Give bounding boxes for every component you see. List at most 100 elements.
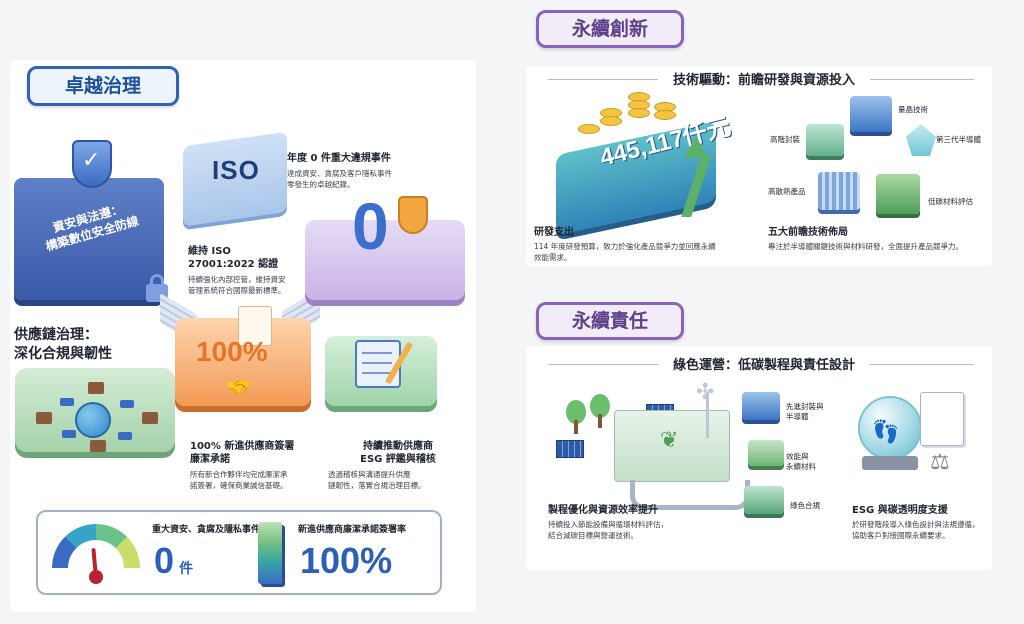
caption-title: 年度 0 件重大違規事件 bbox=[287, 153, 391, 164]
governance-tag: 卓越治理 bbox=[27, 66, 179, 106]
caption-body: 所有新合作夥伴均完成廉潔承 諾簽署，確保商業誠信基礎。 bbox=[190, 470, 288, 490]
chip-cube-icon bbox=[850, 96, 892, 132]
truck-icon bbox=[62, 430, 76, 438]
clipboard-icon bbox=[355, 340, 401, 388]
clipboard-line bbox=[362, 372, 392, 374]
esg-caption-body: 於研發階段導入綠色設計與法規遵循， 協助客戶對接國際永續要求。 bbox=[852, 520, 980, 540]
caption-zero-violation: 年度 0 件重大違規事件 達成資安、貪腐及客戶隱私事件 零發生的卓越紀錄。 bbox=[287, 152, 427, 190]
security-server-block bbox=[14, 178, 164, 300]
green-factory-icon bbox=[614, 410, 730, 482]
tech-label: 量晶技術 bbox=[898, 105, 928, 114]
shield-icon bbox=[72, 140, 112, 188]
coin-icon bbox=[628, 108, 650, 118]
iso-logo: ISO bbox=[212, 155, 260, 185]
tree-icon bbox=[566, 400, 586, 424]
caption-title: 100% 新進供應商簽署 廉潔承諾 bbox=[190, 441, 295, 465]
rnd-caption-body: 114 年度研發預算，致力於強化產品競爭力並回應永續 效能需求。 bbox=[534, 242, 716, 262]
tech-caption-title: 五大前瞻技術佈局 bbox=[768, 227, 848, 238]
caption-audit: 持續推動供應商 ESG 評鑑與稽核 透過稽核與溝通提升供應 鏈韌性，落實合規治理… bbox=[328, 440, 468, 491]
kpi-value-incidents-wrap: 0 件 bbox=[154, 540, 193, 582]
tech-label: 高散熱產品 bbox=[768, 187, 806, 196]
process-caption-body: 持續投入節能設備與循環材料評估， 結合減碳目標與營運技術。 bbox=[548, 520, 668, 540]
tech-label: 高階封裝 bbox=[770, 135, 800, 144]
zero-icon: 0 bbox=[352, 189, 389, 263]
caption-body: 透過稽核與溝通提升供應 鏈韌性，落實合規治理目標。 bbox=[328, 470, 426, 490]
warehouse-icon bbox=[36, 412, 52, 424]
tree-icon bbox=[590, 394, 610, 418]
truck-icon bbox=[60, 398, 74, 406]
growth-arrow-icon bbox=[684, 136, 708, 158]
process-caption-title: 製程優化與資源效率提升 bbox=[548, 505, 658, 516]
kpi-value-incidents: 0 bbox=[154, 540, 175, 581]
kpi-value-signing: 100% bbox=[300, 540, 393, 581]
warehouse-icon bbox=[142, 412, 158, 424]
caption-integrity: 100% 新進供應商簽署 廉潔承諾 所有新合作夥伴均完成廉潔承 諾簽署，確保商業… bbox=[190, 440, 330, 491]
responsibility-tag: 永續責任 bbox=[536, 302, 684, 340]
caption-title: 維持 ISO 27001:2022 認證 bbox=[188, 246, 279, 270]
warning-shield-icon bbox=[398, 196, 428, 234]
caption-body: 達成資安、貪腐及客戶隱私事件 零發生的卓越紀錄。 bbox=[287, 169, 392, 189]
gauge-needle-cap bbox=[89, 570, 103, 584]
truck-icon bbox=[118, 432, 132, 440]
tech-label: 第三代半導體 bbox=[936, 135, 981, 144]
globe-icon bbox=[75, 402, 111, 438]
check-icon: ✓ bbox=[82, 148, 101, 173]
wind-turbine-icon: ✣ bbox=[696, 380, 715, 405]
truck-icon bbox=[120, 400, 134, 408]
rnd-caption-title: 研發支出 bbox=[534, 227, 574, 238]
handshake-icon: 🤝 bbox=[226, 375, 251, 399]
zero-violation-block bbox=[305, 220, 465, 300]
coin-icon bbox=[654, 110, 676, 120]
heatsink-cube-icon bbox=[818, 172, 860, 210]
clipboard-line bbox=[362, 352, 392, 354]
tech-caption: 五大前瞻技術佈局 專注於半導體關鍵技術與材料研發，全面提升產品競爭力。 bbox=[768, 226, 988, 252]
footprint-icon: 👣 bbox=[872, 420, 900, 445]
caption-supply-chain: 供應鏈治理： 深化合規與韌性 bbox=[14, 326, 154, 364]
kpi-unit-incidents: 件 bbox=[179, 561, 194, 577]
green-tech-label: 效能與 永續材料 bbox=[786, 452, 816, 471]
scale-icon: ⚖ bbox=[930, 450, 950, 475]
leaf-icon: ❦ bbox=[660, 428, 679, 453]
esg-caption-title: ESG 與碳透明度支援 bbox=[852, 505, 948, 516]
material-cube-icon bbox=[748, 440, 784, 466]
rnd-caption: 研發支出 114 年度研發預算，致力於強化產品競爭力並回應永續 效能需求。 bbox=[534, 226, 764, 263]
wind-turbine-pole bbox=[706, 392, 709, 438]
tree-trunk bbox=[598, 414, 602, 428]
caption-title: 持續推動供應商 ESG 評鑑與稽核 bbox=[360, 441, 436, 465]
title-rule-right bbox=[870, 364, 974, 365]
supply-chain-title: 供應鏈治理： 深化合規與韌性 bbox=[14, 327, 112, 362]
green-tech-label: 綠色合規 bbox=[790, 501, 820, 510]
leaf-cube-icon bbox=[876, 174, 920, 214]
warehouse-icon bbox=[88, 382, 104, 394]
globe-stand bbox=[862, 456, 918, 470]
tech-caption-body: 專注於半導體關鍵技術與材料研發，全面提升產品競爭力。 bbox=[768, 242, 963, 251]
clipboard-line bbox=[362, 362, 392, 364]
responsibility-panel-title: 綠色運營：低碳製程與責任設計 bbox=[672, 358, 855, 373]
integrity-percent: 100% bbox=[196, 336, 268, 367]
warehouse-icon bbox=[90, 440, 106, 452]
esg-caption: ESG 與碳透明度支援 於研發階段導入綠色設計與法規遵循， 協助客戶對接國際永續… bbox=[852, 504, 992, 541]
caption-iso: 維持 ISO 27001:2022 認證 持續強化內部控管，維持資安 管理系統符… bbox=[188, 245, 328, 296]
innovation-panel-title: 技術驅動：前瞻研發與資源投入 bbox=[672, 73, 855, 88]
stacked-bar-icon bbox=[258, 522, 282, 584]
coin-icon bbox=[578, 124, 600, 134]
innovation-tag: 永續創新 bbox=[536, 10, 684, 48]
tree-trunk bbox=[574, 420, 578, 434]
caption-body: 持續強化內部控管，維持資安 管理系統符合國際最新標準。 bbox=[188, 275, 286, 295]
lock-icon bbox=[150, 274, 164, 288]
document-icon bbox=[238, 306, 272, 346]
shield-cube-icon bbox=[744, 486, 784, 514]
chip-cube-icon bbox=[742, 392, 780, 420]
solar-panel-icon bbox=[556, 440, 584, 458]
certificate-icon bbox=[920, 392, 964, 446]
tech-label: 低碳材料評估 bbox=[928, 197, 973, 206]
process-caption: 製程優化與資源效率提升 持續投入節能設備與循環材料評估， 結合減碳目標與營運技術… bbox=[548, 504, 748, 541]
title-rule-left bbox=[548, 364, 658, 365]
green-tech-label: 先進封裝與 半導體 bbox=[786, 402, 824, 421]
title-rule-left bbox=[548, 79, 658, 80]
chip-cube-icon bbox=[806, 124, 844, 156]
coin-icon bbox=[600, 116, 622, 126]
kpi-label-incidents: 重大資安、貪腐及隱私事件 bbox=[152, 525, 261, 535]
title-rule-right bbox=[870, 79, 974, 80]
kpi-label-signing: 新進供應商廉潔承諾簽署率 bbox=[298, 525, 407, 535]
